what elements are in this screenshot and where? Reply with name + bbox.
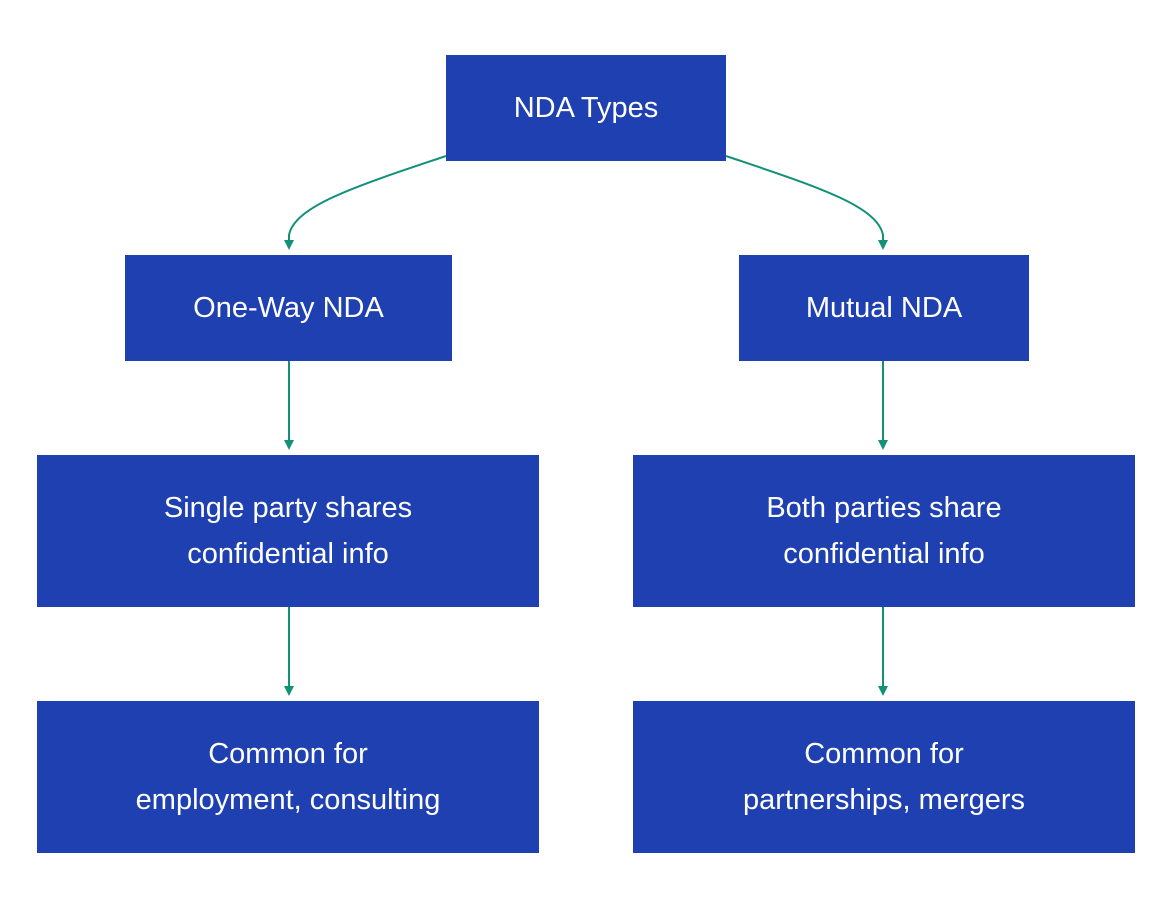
- node-both-parties-share: Both parties share confidential info: [633, 455, 1135, 607]
- node-both-parties-share-label: Both parties share confidential info: [766, 492, 1002, 570]
- edge-root-to-one-way: [284, 155, 447, 250]
- node-common-for-employment: Common for employment, consulting: [37, 701, 539, 853]
- node-mutual-nda: Mutual NDA: [739, 255, 1029, 361]
- node-common-for-partnerships: Common for partnerships, mergers: [633, 701, 1135, 853]
- node-one-way-nda-label: One-Way NDA: [193, 292, 384, 324]
- node-single-party-shares-label: Single party shares confidential info: [163, 492, 413, 570]
- node-one-way-nda: One-Way NDA: [125, 255, 452, 361]
- node-single-party-shares: Single party shares confidential info: [37, 455, 539, 607]
- node-common-for-partnerships-label: Common for partnerships, mergers: [742, 738, 1026, 816]
- node-mutual-nda-label: Mutual NDA: [805, 292, 963, 324]
- node-common-for-employment-label: Common for employment, consulting: [135, 738, 441, 816]
- node-nda-types: NDA Types: [446, 55, 726, 161]
- node-nda-types-label: NDA Types: [513, 92, 659, 124]
- edge-root-to-mutual: [725, 155, 888, 250]
